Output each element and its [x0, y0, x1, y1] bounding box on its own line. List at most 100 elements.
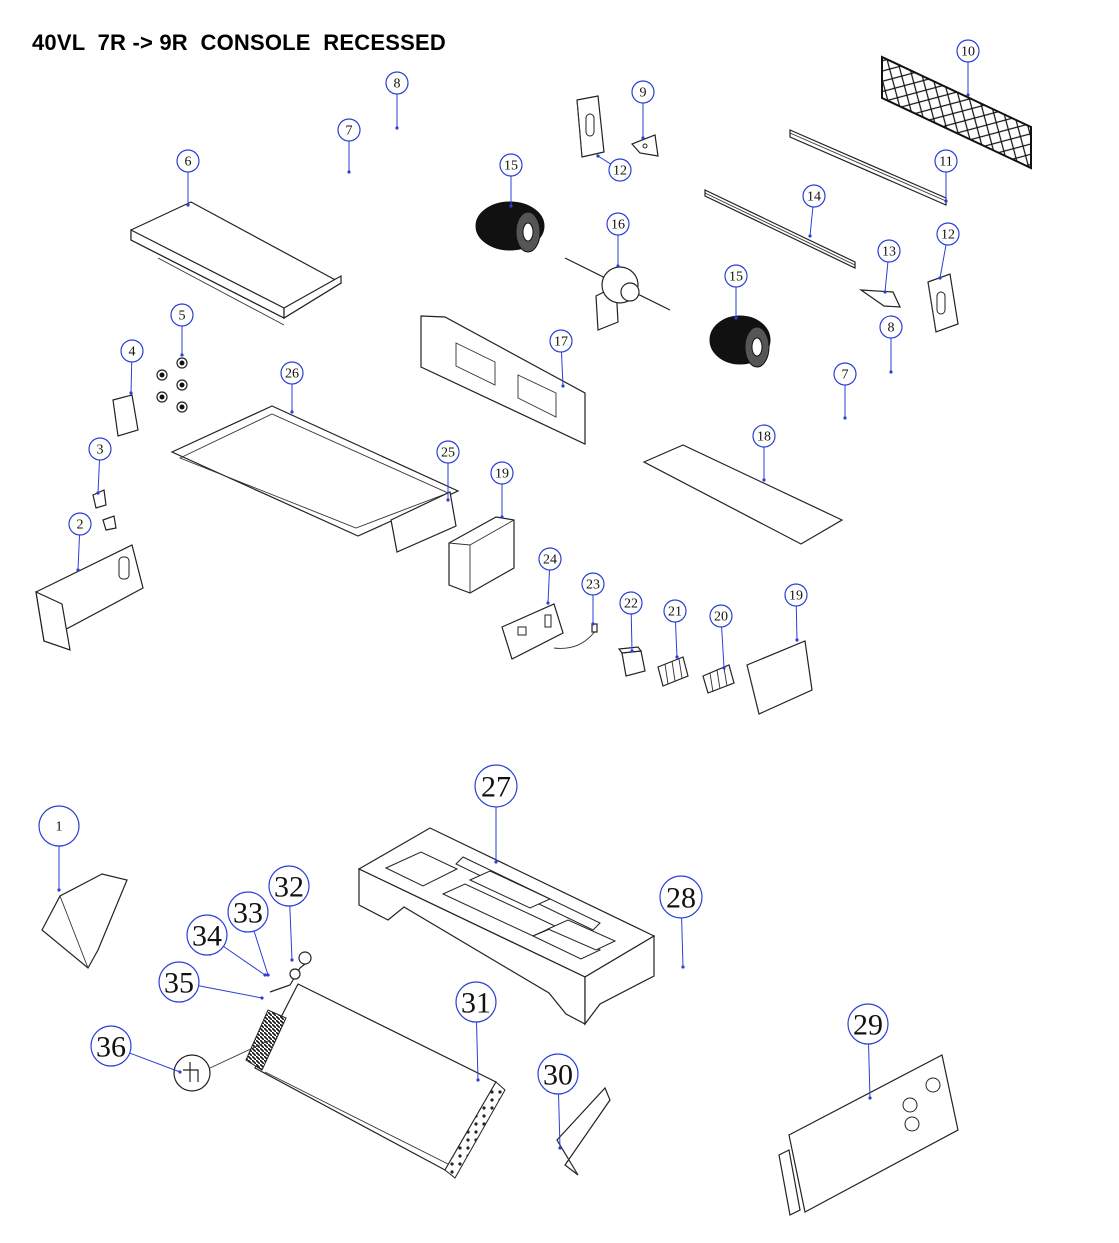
callout-ring	[709, 604, 733, 628]
callout-leader-24	[547, 569, 550, 604]
callout-number: 23	[586, 578, 600, 593]
callout-ring	[934, 149, 958, 173]
callout-ring	[619, 591, 643, 615]
callout-ring	[120, 339, 144, 363]
callout-leaders	[57, 62, 970, 1150]
callout-30: 30	[537, 1053, 579, 1095]
callout-ring	[537, 1053, 579, 1095]
callout-ring	[227, 891, 269, 933]
callout-leader-28	[681, 917, 684, 968]
callout-pointer-9	[641, 136, 645, 140]
callout-pointer-23	[591, 622, 595, 626]
callout-22: 22	[619, 591, 643, 615]
callout-number: 32	[274, 871, 304, 904]
callout-pointer-15	[734, 316, 738, 320]
callout-number: 19	[495, 467, 509, 482]
callout-number: 7	[346, 124, 353, 139]
callout-34: 34	[186, 914, 228, 956]
callout-1: 1	[38, 805, 80, 847]
callout-9: 9	[631, 80, 655, 104]
callout-10: 10	[956, 39, 980, 63]
callout-2: 2	[68, 512, 92, 536]
part-17-fan-deck	[420, 315, 586, 445]
callout-ring	[268, 865, 310, 907]
callout-leader-17	[560, 351, 564, 387]
callout-number: 33	[233, 897, 263, 930]
callout-pointer-35	[260, 996, 264, 1000]
callout-18: 18	[752, 424, 776, 448]
callout-number: 21	[668, 605, 682, 620]
callout-ring	[538, 547, 562, 571]
part-2-side-panel	[35, 544, 144, 651]
callout-leader-35	[198, 985, 263, 999]
part-30-drain-bracket	[556, 1086, 611, 1176]
callout-17: 17	[549, 329, 573, 353]
callout-pointer-32	[290, 958, 294, 962]
callout-pointer-28	[681, 965, 685, 969]
callout-number: 7	[842, 368, 849, 383]
part-12-bracket-left	[576, 95, 605, 158]
callout-32: 32	[268, 865, 310, 907]
callout-leader-22	[630, 613, 633, 652]
callout-pointer-24	[546, 601, 550, 605]
callout-number: 8	[394, 77, 401, 92]
callout-leader-2	[77, 534, 81, 571]
part-10-filter-grille	[881, 55, 1032, 170]
callout-ring	[847, 1003, 889, 1045]
callout-pointer-1	[57, 888, 61, 892]
callout-ring	[879, 315, 903, 339]
callout-ring	[280, 361, 304, 385]
callout-12: 12	[936, 222, 960, 246]
callout-number: 31	[461, 987, 491, 1020]
callout-13: 13	[877, 239, 901, 263]
callout-8: 8	[879, 315, 903, 339]
callout-number: 4	[129, 345, 136, 360]
callout-pointer-17	[561, 384, 565, 388]
part-36-valve-detail	[173, 1039, 271, 1092]
callout-pointer-18	[762, 478, 766, 482]
callout-ring	[581, 572, 605, 596]
callout-number: 25	[441, 446, 455, 461]
callout-6: 6	[176, 149, 200, 173]
callout-pointer-11	[944, 199, 948, 203]
callout-number: 10	[961, 45, 975, 60]
callout-number: 18	[757, 430, 771, 445]
callout-number: 27	[481, 771, 511, 804]
part-15-blower-wheel-2	[709, 315, 771, 368]
part-22-relay	[617, 646, 646, 677]
callout-number: 35	[164, 967, 194, 1000]
callout-ring	[436, 440, 460, 464]
callout-11: 11	[934, 149, 958, 173]
callout-number: 34	[192, 920, 222, 953]
callout-leader-3	[97, 459, 101, 494]
part-25-bracket-plate	[390, 491, 457, 553]
callout-pointer-8	[395, 126, 399, 130]
callout-number: 12	[941, 228, 955, 243]
callout-ring	[176, 149, 200, 173]
diagram-title: 40VL 7R -> 9R CONSOLE RECESSED	[32, 30, 446, 55]
callout-pointer-27	[494, 860, 498, 864]
callout-pointer-31	[476, 1078, 480, 1082]
callout-number: 22	[624, 597, 638, 612]
callout-ring	[833, 362, 857, 386]
callout-number: 1	[56, 820, 63, 835]
callout-pointer-30	[558, 1146, 562, 1150]
callout-pointer-7	[843, 416, 847, 420]
callout-number: 15	[504, 159, 518, 174]
callout-number: 12	[613, 164, 627, 179]
callout-number: 26	[285, 367, 299, 382]
callout-leader-19	[795, 605, 798, 641]
callout-27: 27	[474, 764, 518, 808]
callout-pointer-21	[675, 655, 679, 659]
callout-leader-30	[558, 1093, 561, 1149]
callout-number: 3	[97, 443, 104, 458]
part-24-control-board	[501, 603, 564, 660]
callout-ring	[474, 764, 518, 808]
callout-number: 8	[888, 321, 895, 336]
part-18-panel	[642, 444, 844, 545]
callout-pointer-16	[616, 264, 620, 268]
callout-14: 14	[802, 184, 826, 208]
part-16-motor	[564, 257, 671, 331]
callout-ring	[499, 153, 523, 177]
